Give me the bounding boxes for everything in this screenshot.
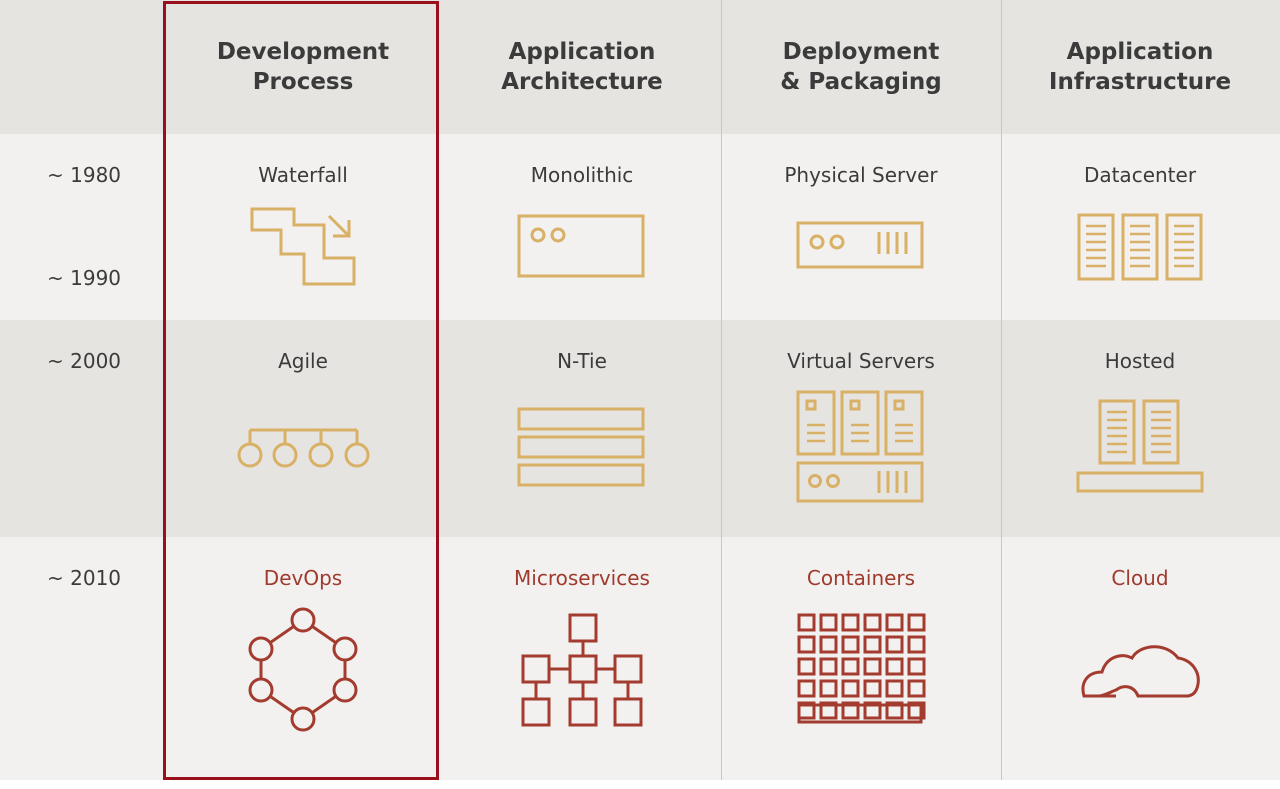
container-cell xyxy=(797,657,816,676)
container-base xyxy=(797,703,923,724)
container-cell xyxy=(797,679,816,698)
cell-agile: Agile xyxy=(278,349,328,373)
container-cell xyxy=(863,679,882,698)
cell-datacenter: Datacenter xyxy=(1083,163,1197,187)
microservices-tree-icon xyxy=(521,613,643,727)
physical-server-icon xyxy=(796,221,924,269)
column-header-architecture: Application Architecture xyxy=(501,39,663,95)
column-header-deployment: Deployment & Packaging xyxy=(780,39,942,95)
cell-virtual-servers: Virtual Servers xyxy=(787,349,935,373)
container-cell xyxy=(863,635,882,654)
waterfall-stairs-icon xyxy=(250,207,356,286)
container-cell xyxy=(819,613,838,632)
container-cell xyxy=(907,657,926,676)
cell-devops: DevOps xyxy=(263,566,343,590)
column-header-infrastructure: Application Infrastructure xyxy=(1048,39,1232,95)
era-label: ~ 2010 xyxy=(47,566,122,590)
agile-nodes-icon xyxy=(237,428,370,468)
header-band xyxy=(0,0,1280,134)
monolithic-block-icon xyxy=(517,214,645,278)
container-cell xyxy=(907,679,926,698)
container-cell xyxy=(797,613,816,632)
container-cell xyxy=(863,701,882,720)
container-cell xyxy=(885,679,904,698)
container-cell xyxy=(841,679,860,698)
column-divider xyxy=(721,0,722,780)
virtual-servers-icon xyxy=(796,390,924,503)
container-cell xyxy=(841,635,860,654)
era-label: ~ 1990 xyxy=(47,266,122,290)
container-cell xyxy=(885,701,904,720)
column-header-development: Development Process xyxy=(216,39,390,95)
n-tier-layers-icon xyxy=(517,407,645,487)
cell-cloud: Cloud xyxy=(1111,566,1169,590)
cell-monolithic: Monolithic xyxy=(530,163,634,187)
cell-hosted: Hosted xyxy=(1104,349,1176,373)
container-cell xyxy=(819,657,838,676)
container-cell xyxy=(885,657,904,676)
row-band-1980 xyxy=(0,134,1280,320)
cell-microservices: Microservices xyxy=(514,566,650,590)
container-cell xyxy=(863,613,882,632)
hosted-racks-icon xyxy=(1076,399,1204,493)
cell-physical-server: Physical Server xyxy=(784,163,938,187)
container-cell xyxy=(797,635,816,654)
container-cell xyxy=(841,657,860,676)
container-cell xyxy=(885,635,904,654)
era-label: ~ 2000 xyxy=(47,349,122,373)
container-cell xyxy=(819,679,838,698)
devops-cycle-icon xyxy=(248,607,358,732)
container-cell xyxy=(885,613,904,632)
era-label: ~ 1980 xyxy=(47,163,122,187)
container-cell xyxy=(841,701,860,720)
container-cell xyxy=(907,701,926,720)
column-divider xyxy=(1001,0,1002,780)
container-cell xyxy=(863,657,882,676)
cell-containers: Containers xyxy=(806,566,916,590)
highlight-frame xyxy=(163,1,439,780)
containers-grid-icon xyxy=(797,613,926,724)
cloud-icon xyxy=(1081,645,1200,698)
container-cell xyxy=(819,635,838,654)
datacenter-racks-icon xyxy=(1077,213,1203,281)
container-cell xyxy=(907,613,926,632)
cell-n-tier: N-Tie xyxy=(557,349,607,373)
container-cell xyxy=(907,635,926,654)
container-cell xyxy=(841,613,860,632)
cell-waterfall: Waterfall xyxy=(258,163,348,187)
container-cell xyxy=(819,701,838,720)
